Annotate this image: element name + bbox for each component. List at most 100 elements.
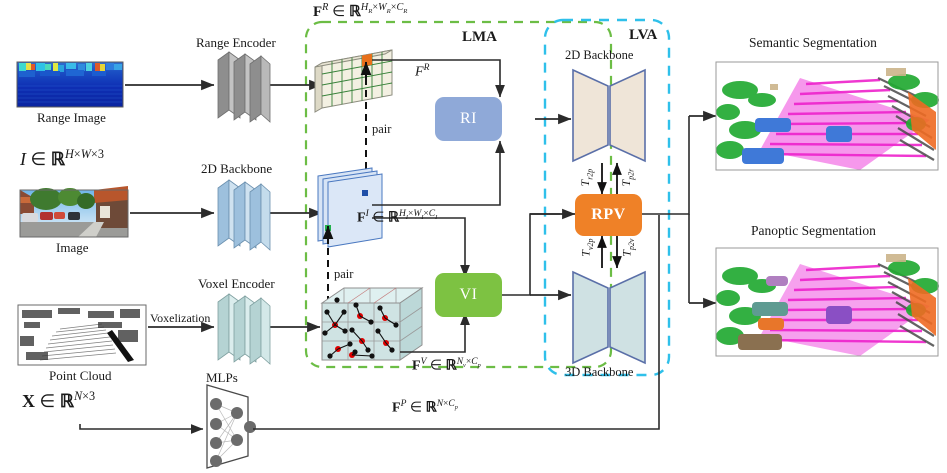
range-encoder-stack bbox=[217, 51, 271, 123]
ri-block[interactable]: RI bbox=[435, 97, 502, 141]
voxel-grid-cube bbox=[320, 287, 424, 361]
if-s2: W bbox=[413, 209, 422, 219]
arrow-voxelfeat-to-vi bbox=[400, 312, 470, 353]
lva-2d-backbone-label: 2D Backbone bbox=[565, 48, 634, 62]
voxel-encoder-label: Voxel Encoder bbox=[198, 276, 275, 291]
ci-sym: I bbox=[20, 149, 26, 169]
if-s3s: I bbox=[435, 213, 438, 221]
arrow-vi-out bbox=[500, 213, 560, 296]
ci-field: ℝ bbox=[50, 149, 65, 169]
if-in: ∈ bbox=[372, 210, 385, 226]
camera-input-formula: I ∈ ℝH×W×3 bbox=[20, 148, 104, 168]
range-feature-arrow-label: FR bbox=[415, 63, 430, 80]
range-image-raster bbox=[16, 61, 124, 108]
if-s1s: I bbox=[405, 213, 408, 221]
panoptic-output-caption: Panoptic Segmentation bbox=[751, 223, 876, 238]
transform-p2v-label: Tp2v bbox=[619, 238, 637, 257]
rf-s3: C bbox=[396, 2, 404, 13]
t-v2p-sub: v2p bbox=[585, 238, 595, 251]
rf-x1: × bbox=[372, 2, 379, 13]
ci-x2: × bbox=[90, 147, 98, 161]
rf-sym: F bbox=[313, 4, 323, 20]
if-s3: C bbox=[428, 209, 436, 219]
range-encoder-label: Range Encoder bbox=[196, 35, 276, 50]
rf-s2s: R bbox=[386, 8, 391, 16]
vf-x1: × bbox=[465, 357, 472, 367]
point-cloud-raster bbox=[17, 304, 147, 366]
range-feature-formula: FR ∈ ℝHR×WR×CR bbox=[313, 2, 408, 20]
rf-field: ℝ bbox=[348, 4, 361, 20]
pf-sym: F bbox=[392, 400, 401, 416]
rfa-sym: F bbox=[415, 64, 424, 80]
camera-image-caption: Image bbox=[56, 240, 89, 255]
transform-p2r-label: Tp2r bbox=[619, 169, 637, 187]
rf-x2: × bbox=[390, 2, 397, 13]
vf-sup: V bbox=[420, 357, 427, 367]
pair-label-top: pair bbox=[372, 122, 392, 136]
t-r2p-sub: r2p bbox=[585, 168, 595, 180]
lva-3d-backbone-label: 3D Backbone bbox=[565, 365, 634, 379]
li-in: ∈ bbox=[39, 391, 56, 411]
semantic-output-raster bbox=[715, 61, 939, 171]
vf-s1: N bbox=[456, 357, 464, 367]
if-sup: I bbox=[365, 209, 369, 219]
image-feature-formula: FI ∈ ℝHI×WI×CI bbox=[357, 209, 438, 226]
point-feature-formula: FP ∈ ℝN×Cp bbox=[392, 399, 458, 416]
lma-label: LMA bbox=[462, 29, 497, 45]
rf-in: ∈ bbox=[332, 4, 346, 20]
ci-x1: × bbox=[73, 147, 81, 161]
voxel-points bbox=[322, 297, 399, 359]
ci-in: ∈ bbox=[30, 149, 47, 169]
rf-s3s: R bbox=[403, 8, 408, 16]
vf-field: ℝ bbox=[445, 358, 457, 374]
li-sym: X bbox=[22, 391, 35, 411]
transform-r2p-label: Tr2p bbox=[578, 168, 596, 187]
lidar-input-formula: X ∈ ℝN×3 bbox=[22, 390, 95, 410]
mlps-label: MLPs bbox=[206, 370, 238, 385]
lva-boundary bbox=[543, 18, 671, 377]
vf-in: ∈ bbox=[429, 358, 443, 374]
threed-backbone-hourglass bbox=[572, 270, 646, 365]
image-feature-planes bbox=[317, 167, 383, 248]
pair-label-bottom: pair bbox=[334, 267, 354, 281]
pf-in: ∈ bbox=[409, 400, 423, 416]
point-cloud-caption: Point Cloud bbox=[49, 368, 112, 383]
t-r2p-sym: T bbox=[578, 179, 593, 187]
t-p2r-sym: T bbox=[619, 179, 634, 187]
pf-sup: P bbox=[400, 399, 407, 409]
voxel-feature-formula: FV ∈ ℝNv×Cp bbox=[412, 357, 481, 374]
arrow-rangefeat-to-ri bbox=[372, 59, 505, 98]
pf-field: ℝ bbox=[425, 400, 437, 416]
image-feature-cell-blue bbox=[362, 190, 368, 196]
twod-backbone-stack bbox=[217, 179, 271, 251]
vf-s1s: v bbox=[463, 361, 466, 369]
t-p2v-sym: T bbox=[619, 250, 634, 257]
t-v2p-sym: T bbox=[578, 250, 593, 257]
rfa-sup: R bbox=[423, 63, 430, 73]
rpv-block[interactable]: RPV bbox=[575, 194, 642, 236]
rpv-block-label: RPV bbox=[591, 206, 626, 223]
rf-s1: H bbox=[360, 2, 369, 13]
arrow-points-to-mlp bbox=[79, 424, 204, 434]
camera-image-raster bbox=[19, 186, 129, 238]
li-n: N bbox=[73, 389, 83, 403]
pf-s2: C bbox=[448, 399, 455, 409]
arrow-pointfeat-to-junction bbox=[253, 215, 660, 430]
arrow-imagefeat-to-ri bbox=[372, 140, 505, 206]
vi-block[interactable]: VI bbox=[435, 273, 502, 317]
li-c: 3 bbox=[89, 389, 96, 403]
rf-s2: W bbox=[378, 2, 387, 13]
if-s1: H bbox=[399, 209, 406, 219]
if-sym: F bbox=[357, 210, 366, 226]
lva-label: LVA bbox=[629, 27, 658, 43]
twod-backbone-label: 2D Backbone bbox=[201, 161, 273, 176]
voxelization-label: Voxelization bbox=[150, 311, 211, 325]
voxel-encoder-stack bbox=[217, 293, 271, 365]
li-field: ℝ bbox=[59, 391, 74, 411]
ci-c: 3 bbox=[97, 147, 104, 161]
panoptic-output-raster bbox=[715, 247, 939, 357]
transform-v2p-label: Tv2p bbox=[578, 238, 596, 257]
rf-s1s: R bbox=[368, 8, 373, 16]
t-p2v-sub: p2v bbox=[626, 238, 636, 251]
